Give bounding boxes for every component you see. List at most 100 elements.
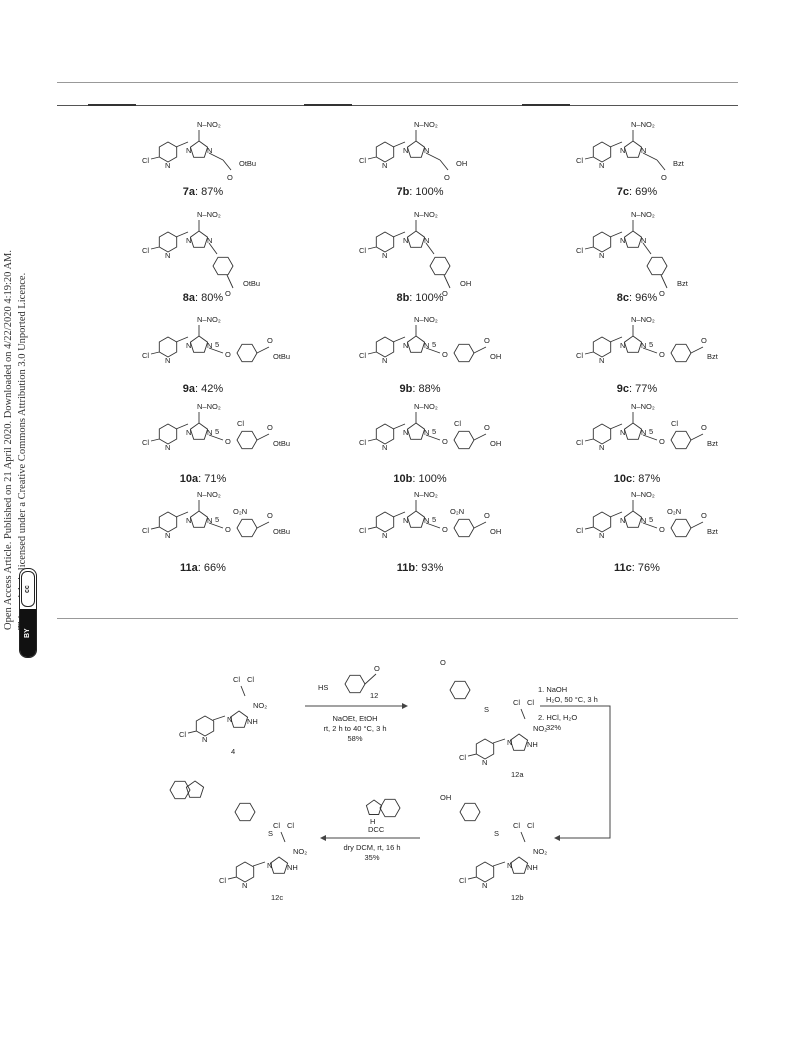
compound-7a-cl-bond <box>150 156 160 160</box>
arrow-step-2-head <box>554 835 560 841</box>
reagent-12-ester-o: O <box>374 664 380 673</box>
compound-7c-carbonyl <box>656 159 666 171</box>
compound-11a-carbonyl <box>256 521 270 529</box>
rule-accent-2 <box>304 104 352 106</box>
compound-11a-ring-n1: N <box>186 516 191 525</box>
compound-10c-alkyl-chain <box>642 434 658 441</box>
compound-yield: : 100% <box>409 186 444 198</box>
compound-9a-nitroimine: N–NO₂ <box>197 315 221 324</box>
compound-9c-carbonyl <box>690 346 704 354</box>
compound-label-9c: 9c: 77% <box>577 383 697 395</box>
compound-12b-nitro: NO₂ <box>533 847 547 856</box>
compound-8a-ring-n2: N <box>207 236 212 245</box>
compound-11b-cl-bond <box>367 526 377 530</box>
compound-7a-ring-n1: N <box>186 146 191 155</box>
cc-by-license-badge[interactable]: cc BY <box>19 568 37 658</box>
compound-10c-cl-bond <box>584 438 594 442</box>
compound-yield: : 80% <box>195 292 224 304</box>
compound-label-10b: 10b: 100% <box>360 473 480 485</box>
compound-9b-terminal-group: OH <box>490 352 501 361</box>
compound-10b-ring-n1: N <box>403 428 408 437</box>
compound-12b-ring-n: N <box>507 861 512 870</box>
compound-9a-carbonyl-o: O <box>267 336 273 345</box>
compound-yield: : 76% <box>631 562 660 574</box>
compound-12c-cl-2: Cl <box>287 821 294 830</box>
compound-11a-nitroimine: N–NO₂ <box>197 490 221 499</box>
compound-8a-linker <box>175 231 189 238</box>
compound-4-ring-nh: NH <box>247 717 258 726</box>
compound-11c-cl-atom: Cl <box>576 526 583 535</box>
compound-10b-alkyl-chain <box>425 434 441 441</box>
compound-8c-imidazolidine-ring <box>623 230 643 248</box>
compound-11a-ether-o: O <box>225 525 231 534</box>
compound-7a-pyridine-n: N <box>165 161 170 170</box>
compound-4-cl-1: Cl <box>233 675 240 684</box>
compound-8c-carbonyl <box>660 274 668 289</box>
compound-9a-alkyl-chain <box>208 347 224 354</box>
compound-id: 7b <box>396 186 410 198</box>
compound-11a-cl-bond <box>150 526 160 530</box>
compound-10b-ring-n2: N <box>424 428 429 437</box>
compound-label-9b: 9b: 88% <box>360 383 480 395</box>
compound-11c-cl-bond <box>584 526 594 530</box>
compound-7a-carbonyl <box>222 159 232 171</box>
compound-11a-pyridine-ring <box>158 511 178 533</box>
compound-9c-benzene-ring <box>670 343 692 363</box>
compound-12b-linker <box>492 861 506 867</box>
compound-4-imidazolidine-ring <box>229 710 249 728</box>
compound-9c-pyridine-n: N <box>599 356 604 365</box>
compound-4-pyridine-ring <box>195 715 215 737</box>
compound-10c-ring-n2: N <box>641 428 646 437</box>
compound-9c-linker <box>609 336 623 343</box>
compound-11c-benzene-ring <box>670 518 692 538</box>
compound-10b-benzene-ring <box>453 430 475 450</box>
compound-9b-ring-n1: N <box>403 341 408 350</box>
compound-9a-chain-length: 5 <box>215 340 219 349</box>
step-3-yield: 35% <box>364 853 379 862</box>
compound-12c-pyridine-ring <box>235 861 255 883</box>
compound-9c-chain-length: 5 <box>649 340 653 349</box>
compound-12c-cl-1: Cl <box>273 821 280 830</box>
reagent-dcc: DCC <box>368 825 385 834</box>
compound-7c-carbonyl-o: O <box>661 173 667 182</box>
compound-9a-pyridine-n: N <box>165 356 170 365</box>
compound-11c-aryl-no2: O₂N <box>667 507 681 516</box>
compound-12a-cl-1: Cl <box>513 698 520 707</box>
compound-id: 9c <box>616 383 630 395</box>
compound-8c-pyridine-ring <box>592 231 612 253</box>
compound-id: 11c <box>614 562 632 574</box>
compound-8b-linker <box>392 231 406 238</box>
compound-11a-ring-n2: N <box>207 516 212 525</box>
compound-id: 10b <box>393 473 413 485</box>
compound-id: 8a <box>182 292 196 304</box>
compound-10c-terminal-group: Bzt <box>707 439 719 448</box>
compound-10b-aryl-cl: Cl <box>454 419 461 428</box>
compound-yield: : 93% <box>415 562 444 574</box>
compound-10b-cl-atom: Cl <box>359 438 366 447</box>
compound-11b-alkyl-chain <box>425 522 441 529</box>
compound-12a-ring-nh: NH <box>527 740 538 749</box>
compound-10a-nitroimine: N–NO₂ <box>197 402 221 411</box>
compound-yield: : 88% <box>412 383 441 395</box>
compound-11a-linker <box>175 511 189 518</box>
compound-8c-ring-n1: N <box>620 236 625 245</box>
compound-9c-imidazolidine-ring <box>623 335 643 353</box>
compound-12b-cl-1: Cl <box>513 821 520 830</box>
compound-7b-imidazolidine-ring <box>406 140 426 158</box>
compound-id: 11a <box>180 562 198 574</box>
step-3-conditions: dry DCM, rt, 16 h <box>343 843 400 852</box>
compound-12b-vinyl-bond <box>520 831 526 843</box>
compound-10c-linker <box>609 423 623 430</box>
compound-7c-pyridine-n: N <box>599 161 604 170</box>
compound-11a-alkyl-chain <box>208 522 224 529</box>
compound-11a-imidazolidine-ring <box>189 510 209 528</box>
compound-4-linker <box>212 715 226 721</box>
compound-11b-pyridine-n: N <box>382 531 387 540</box>
compound-7c-cl-bond <box>584 156 594 160</box>
compound-7c-cl-atom: Cl <box>576 156 583 165</box>
compound-11b-ether-o: O <box>442 525 448 534</box>
compound-10c-carbonyl-o: O <box>701 423 707 432</box>
compound-7a-linker <box>175 141 189 148</box>
reagent-12-number: 12 <box>370 691 378 700</box>
compound-12c-ring-nh: NH <box>287 863 298 872</box>
